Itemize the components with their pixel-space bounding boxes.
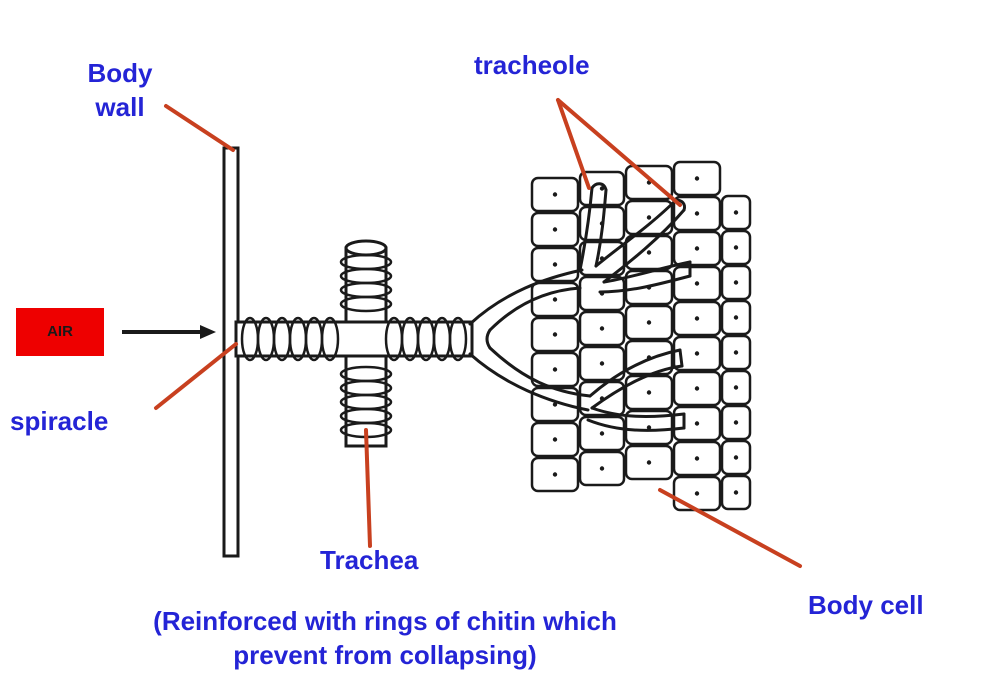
body-wall-label-line1: Body — [87, 58, 153, 88]
body-cell — [672, 160, 722, 197]
body-cell — [624, 444, 674, 481]
pointer-lines — [154, 98, 802, 568]
body-cell — [624, 409, 674, 446]
chitin-ring — [448, 316, 468, 362]
body-cell — [530, 456, 580, 493]
body-cell — [530, 176, 580, 213]
body-cell — [578, 450, 626, 487]
body-cell — [578, 415, 626, 452]
body-cell — [720, 299, 752, 336]
body-cell — [672, 440, 722, 477]
body-cell-label: Body cell — [808, 590, 924, 620]
air-label-box: AIR — [16, 308, 104, 356]
chitin-ring — [339, 295, 393, 313]
body-cell — [720, 439, 752, 476]
pointer-trachea — [364, 428, 372, 548]
body-cell — [578, 310, 626, 347]
air-arrow-icon — [122, 325, 216, 339]
body-cell — [578, 380, 626, 417]
body-cell — [578, 240, 626, 277]
body-cell — [624, 234, 674, 271]
body-cell — [530, 316, 580, 353]
chitin-note: (Reinforced with rings of chitin which p… — [60, 604, 710, 672]
body-cell — [530, 211, 580, 248]
body-cell — [720, 404, 752, 441]
body-cell — [672, 265, 722, 302]
body-cell — [720, 474, 752, 511]
body-cell — [672, 370, 722, 407]
body-wall-label-line2: wall — [95, 92, 145, 122]
horizontal-trachea — [234, 316, 474, 362]
body-wall-label: Body wall — [78, 56, 162, 124]
body-cell — [720, 194, 752, 231]
body-cell — [578, 345, 626, 382]
pointer-body-cell — [658, 488, 802, 568]
body-cell — [672, 335, 722, 372]
body-cell — [672, 475, 722, 512]
chitin-note-line2: prevent from collapsing) — [233, 640, 537, 670]
tracheole-label: tracheole — [474, 50, 590, 80]
pointer-body-wall — [164, 104, 235, 152]
body-cell — [624, 304, 674, 341]
body-cell — [578, 275, 626, 312]
body-cell — [720, 369, 752, 406]
body-cell — [720, 229, 752, 266]
body-cell — [672, 230, 722, 267]
body-cell — [624, 199, 674, 236]
body-cell — [720, 264, 752, 301]
body-cells — [530, 160, 752, 512]
body-cell — [672, 300, 722, 337]
body-cell — [530, 421, 580, 458]
body-cell — [530, 351, 580, 388]
chitin-note-line1: (Reinforced with rings of chitin which — [153, 606, 617, 636]
pointer-tracheole-left — [556, 98, 591, 190]
body-cell — [672, 405, 722, 442]
pointer-spiracle — [154, 342, 238, 410]
pointer-tracheole-right — [556, 98, 682, 207]
body-cell — [720, 334, 752, 371]
spiracle-label: spiracle — [10, 406, 109, 436]
chitin-ring — [320, 316, 340, 362]
tracheole-branches — [468, 182, 692, 432]
trachea-label: Trachea — [320, 545, 419, 575]
